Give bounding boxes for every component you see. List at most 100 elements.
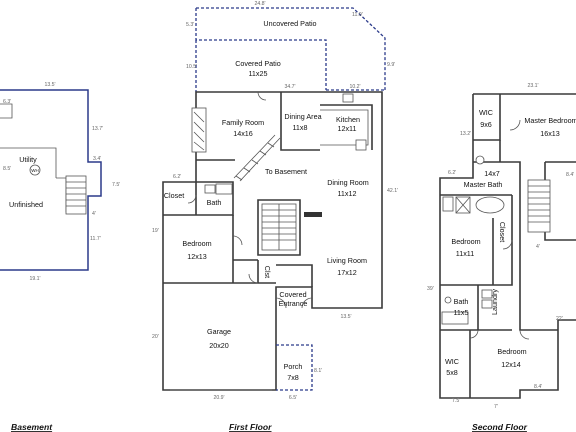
bedroom-wall [232,215,258,283]
master-tub-icon [475,196,505,214]
basement-dim-4: 4' [92,211,96,217]
laundry-label: Laundry [490,289,499,315]
first-dim-patio-diag: 11.9' [352,12,363,18]
door-swing-master [509,119,521,131]
basement-dim-notch-top: 6.3' [3,99,11,105]
basement-dim-lower: 11.7' [90,236,101,242]
first-floor-exterior [162,91,383,391]
second-closet-label: Closet [498,222,507,242]
second-floor-stairs [527,179,551,233]
basement-stair-landing [304,212,322,217]
first-dim-width: 34.7' [284,84,295,90]
first-dim-kitchen-top: 10.2' [349,84,360,90]
basement-dim-left: 8.5' [3,166,11,172]
basement-utility-label: Utility [19,155,37,164]
door-swing-garage [248,273,259,284]
living-room-label: Living Room [327,256,367,265]
second-dim-wic: 13.2' [460,131,471,137]
second-wic-top-size: 9x6 [480,120,492,129]
first-dim-patio-right: 9.9' [387,62,395,68]
family-room-size: 14x16 [233,129,253,138]
stair-wall [257,199,301,256]
first-dim-patio-top: 24.8' [254,1,265,7]
master-bath-size: 14x7 [484,169,500,178]
porch-size: 7x8 [287,373,299,382]
master-bedroom-size: 16x13 [540,129,560,138]
second-floor-plan: WIC 9x6 Master Bedroom 16x13 14x7 Master… [427,83,576,432]
first-dim-porch-depth: 8.1' [314,368,322,374]
washer-icon [481,289,493,299]
bedroom1-wall [440,195,513,286]
basement-unfinished-label: Unfinished [9,200,43,209]
water-heater-icon [29,164,41,176]
first-dim-covered-left: 10.5' [186,64,197,70]
entrance-wall [257,260,313,287]
second-wic-top-label: WIC [479,108,493,117]
second-dim-wic-width: 7.5' [452,398,460,404]
covered-patio-label: Covered Patio [235,59,281,68]
basement-dim-right: 13.7' [92,126,103,132]
covered-patio-size: 11x25 [248,69,267,78]
to-basement-label: To Basement [265,167,307,176]
basement-outline [0,89,102,271]
second-bedroom2-label: Bedroom [497,347,526,356]
first-floor-plan: Uncovered Patio Covered Patio 11x25 Fami… [152,1,398,432]
stove-icon [355,139,367,151]
door-swing-family [257,91,267,101]
second-wic-bottom-label: WIC [445,357,459,366]
master-shower-x [455,196,471,214]
stair-rail-hatch [235,142,275,181]
dryer-icon [481,299,493,309]
bedroom-size: 12x13 [187,252,207,261]
kitchen-wall [320,104,373,150]
family-room-label: Family Room [222,118,264,127]
basement-floor-label: Basement [11,422,53,432]
covered-entrance-label-1: Covered [279,290,306,299]
second-bath-label: Bath [454,297,469,306]
second-dim-bath: 6.2' [448,170,456,176]
second-dim-bedroom2: 8.4' [534,384,542,390]
master-bedroom-label: Master Bedroom [524,116,576,125]
second-bedroom2-size: 12x14 [501,360,521,369]
master-bath-wall [473,140,521,176]
basement-dim-stairs: 7.5' [112,182,120,188]
second-floor-exterior [439,93,576,399]
second-wic-bottom-size: 5x8 [446,368,458,377]
second-floor-label: Second Floor [472,422,528,432]
second-bedroom1-label: Bedroom [451,237,480,246]
basement-notch [0,103,13,119]
porch-label: Porch [284,362,303,371]
bath-laundry-wall [440,285,512,331]
garage-label: Garage [207,327,231,336]
stair-treads [262,204,296,250]
covered-patio-outline [195,40,385,92]
uncovered-patio-label: Uncovered Patio [263,19,316,28]
bedroom-label: Bedroom [182,239,211,248]
master-vanity-icon [442,196,454,212]
kitchen-size: 12x11 [337,124,356,133]
second-dim-stair: 8.4' [566,172,574,178]
garage-size: 20x20 [209,341,229,350]
clst-label: Clst [263,266,272,278]
fireplace-icon [191,107,207,153]
basement-dim-top: 13.5' [44,82,55,88]
kitchen-label: Kitchen [336,115,360,124]
first-dim-patio-left: 5.3' [186,22,194,28]
first-dim-closet: 6.2' [173,174,181,180]
dining-area-size: 11x8 [292,123,307,132]
uncovered-patio-outline [195,7,386,90]
door-swing-bath [469,329,479,339]
first-dim-porch-width: 6.5' [289,395,297,401]
bath-label: Bath [207,198,222,207]
stair-rail [233,134,281,182]
dining-area-label: Dining Area [284,112,321,121]
door-swing-bedroom1 [502,239,513,250]
door-swing-closet [187,194,197,204]
water-heater-label: WH [31,168,39,173]
basement-stairs [65,175,87,215]
second-dim-top: 23.1' [527,83,538,89]
bath-wall [163,181,234,216]
covered-entrance-label-2: Entrance [279,299,308,308]
living-room-size: 17x12 [337,268,357,277]
